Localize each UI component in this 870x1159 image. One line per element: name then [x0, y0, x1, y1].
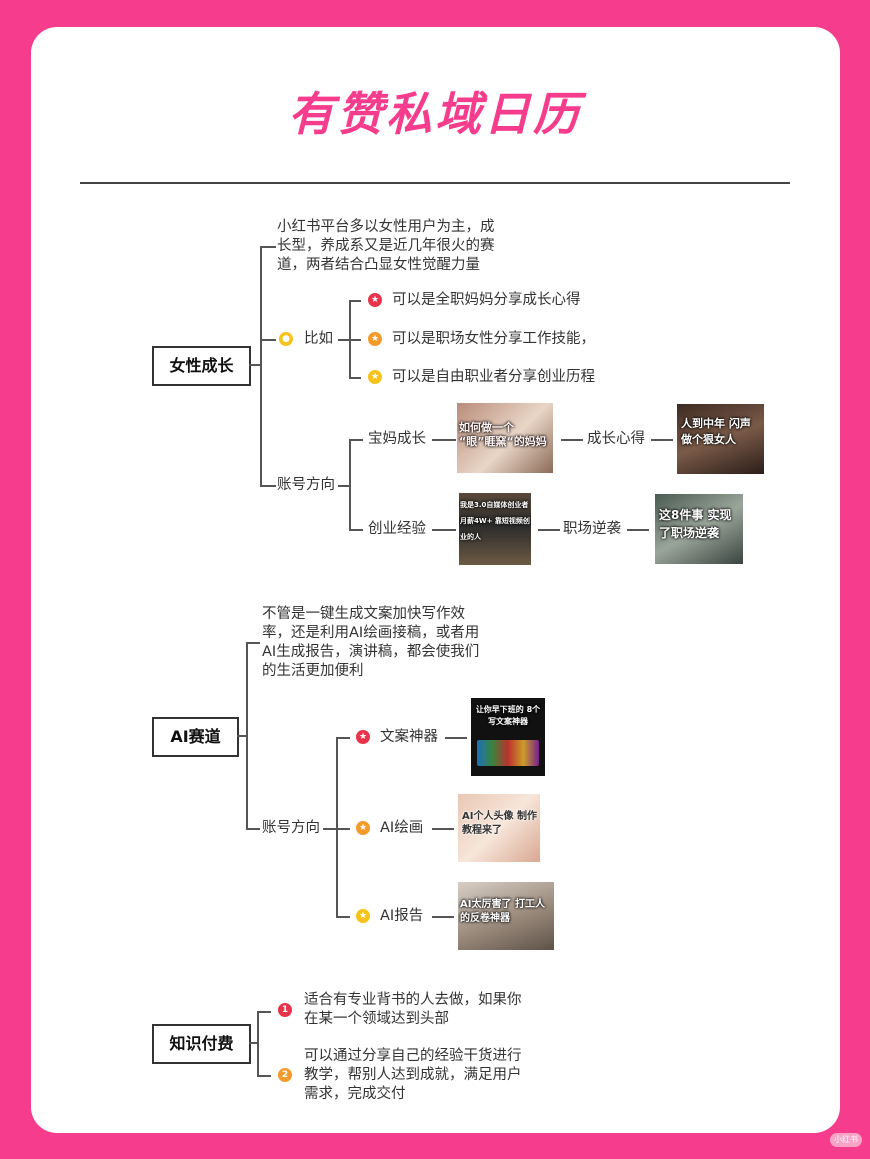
node-ai-track: AI赛道 [152, 717, 239, 757]
connector [445, 737, 467, 739]
lightbulb-icon: ● [279, 332, 293, 346]
title-divider [80, 182, 790, 184]
number-badge: 2 [278, 1068, 292, 1082]
star-icon: ★ [356, 730, 370, 744]
connector [246, 828, 260, 830]
connector [349, 439, 363, 441]
thumbnail-image: 如何做一个 “眼”睚窯“的妈妈 [457, 403, 553, 473]
thumbnail-image: AI太厉害了 打工人的反卷神器 [458, 882, 554, 950]
direction-item: 宝妈成长 [368, 431, 426, 447]
connector [257, 1011, 271, 1013]
connector [257, 1011, 259, 1076]
connector [349, 439, 351, 530]
connector [432, 828, 454, 830]
ai-item: AI报告 [380, 908, 424, 924]
thumbnail-image: 我是3.0自媒体创业者 月薪4W+ 靠短视频创业的人 [459, 493, 531, 565]
connector [260, 246, 262, 486]
connector [349, 377, 361, 379]
content-card [31, 27, 840, 1133]
connector [336, 828, 350, 830]
star-icon: ★ [368, 370, 382, 384]
knowledge-item: 可以通过分享自己的经验干货进行教学，帮别人达到成就，满足用户需求，完成交付 [304, 1048, 522, 1102]
node-knowledge-paid: 知识付费 [152, 1024, 251, 1064]
number-badge: 1 [278, 1003, 292, 1017]
thumbnail-image: 让你早下班的 8个写文案神器 [471, 698, 545, 776]
direction-item: 创业经验 [368, 521, 426, 537]
connector [249, 364, 261, 366]
ai-item: AI绘画 [380, 820, 424, 836]
example-item: 可以是自由职业者分享创业历程 [392, 369, 595, 385]
connector [349, 300, 361, 302]
direction-sub-item: 成长心得 [587, 431, 645, 447]
thumbnail-image: 这8件事 实现了职场逆袭 [655, 494, 743, 564]
connector [336, 916, 350, 918]
example-label: 比如 [304, 331, 333, 347]
connector [336, 737, 338, 917]
example-item: 可以是职场女性分享工作技能， [392, 331, 595, 347]
connector [246, 642, 248, 829]
connector [432, 916, 454, 918]
thumbnail-image: 人到中年 闪声做个狠女人 [677, 404, 764, 474]
connector [432, 439, 456, 441]
connector [338, 485, 350, 487]
connector [349, 529, 363, 531]
connector [432, 529, 456, 531]
connector [561, 439, 583, 441]
connector [260, 246, 276, 248]
connector [260, 339, 276, 341]
star-icon: ★ [368, 332, 382, 346]
connector [323, 828, 337, 830]
watermark-logo: 小红书 [830, 1133, 862, 1147]
star-icon: ★ [368, 293, 382, 307]
connector [627, 529, 649, 531]
connector [349, 339, 361, 341]
example-item: 可以是全职妈妈分享成长心得 [392, 292, 581, 308]
connector [338, 339, 350, 341]
star-icon: ★ [356, 821, 370, 835]
connector [246, 642, 260, 644]
star-icon: ★ [356, 909, 370, 923]
knowledge-item: 适合有专业背书的人去做，如果你在某一个领域达到头部 [304, 992, 522, 1027]
connector [538, 529, 560, 531]
ai-item: 文案神器 [380, 729, 438, 745]
female-intro-text: 小红书平台多以女性用户为主，成长型，养成系又是近几年很火的赛道，两者结合凸显女性… [277, 219, 495, 273]
direction-label: 账号方向 [262, 820, 320, 836]
ai-intro-text: 不管是一键生成文案加快写作效率，还是利用AI绘画接稿，或者用AI生成报告，演讲稿… [262, 606, 480, 679]
node-female-growth: 女性成长 [152, 346, 251, 386]
app-icons-grid [477, 740, 539, 766]
connector [260, 485, 276, 487]
connector [249, 1042, 258, 1044]
page-title: 有赞私域日历 [288, 87, 582, 141]
direction-sub-item: 职场逆袭 [563, 521, 621, 537]
connector [257, 1075, 271, 1077]
direction-label: 账号方向 [277, 477, 335, 493]
connector [237, 735, 247, 737]
connector [336, 737, 350, 739]
connector [651, 439, 673, 441]
thumbnail-image: AI个人头像 制作教程来了 [458, 794, 540, 862]
